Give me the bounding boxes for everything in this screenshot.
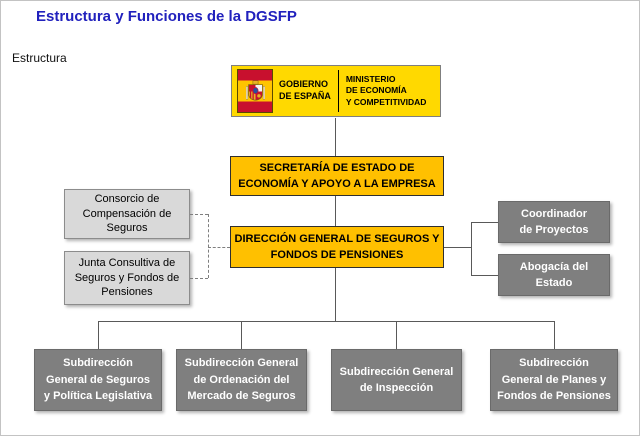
dashed-connector-to-dgsfp bbox=[208, 247, 230, 248]
connector-drop-4 bbox=[554, 321, 555, 349]
ministry-label: MINISTERIO DE ECONOMÍA Y COMPETITIVIDAD bbox=[345, 73, 427, 107]
staff-box-coordinador: Coordinador de Proyectos bbox=[498, 201, 610, 243]
spain-flag-icon bbox=[237, 69, 273, 113]
connector-bottom-rail bbox=[98, 321, 555, 322]
subdirection-box-planes: Subdirección General de Planes y Fondos … bbox=[490, 349, 618, 411]
connector-logo-secretaria bbox=[335, 118, 336, 156]
subdirection-box-ordenacion: Subdirección General de Ordenación del M… bbox=[176, 349, 307, 411]
logo-divider bbox=[337, 70, 339, 112]
connector-secretaria-dgsfp bbox=[335, 196, 336, 226]
connector-drop-3 bbox=[396, 321, 397, 349]
dgsfp-box: DIRECCIÓN GENERAL DE SEGUROS Y FONDOS DE… bbox=[230, 226, 444, 268]
subdirection-box-inspeccion: Subdirección General de Inspección bbox=[331, 349, 462, 411]
connector-drop-1 bbox=[98, 321, 99, 349]
advisory-box-consorcio: Consorcio de Compensación de Seguros bbox=[64, 189, 190, 239]
dashed-connector-consorcio bbox=[190, 214, 208, 215]
connector-to-abogacia bbox=[471, 275, 498, 276]
secretaria-box: SECRETARÍA DE ESTADO DE ECONOMÍA Y APOYO… bbox=[230, 156, 444, 196]
connector-dgsfp-trunk bbox=[335, 268, 336, 321]
spain-coat-of-arms-icon bbox=[245, 79, 265, 100]
ministry-logo-box: GOBIERNO DE ESPAÑA MINISTERIO DE ECONOMÍ… bbox=[231, 65, 441, 117]
dashed-connector-spine bbox=[208, 214, 209, 278]
connector-right-spine bbox=[471, 222, 472, 276]
advisory-box-junta: Junta Consultiva de Seguros y Fondos de … bbox=[64, 251, 190, 305]
connector-to-coordinador bbox=[471, 222, 498, 223]
connector-dgsfp-right bbox=[444, 247, 471, 248]
dashed-connector-junta bbox=[190, 278, 208, 279]
subdirection-box-seguros: Subdirección General de Seguros y Políti… bbox=[34, 349, 162, 411]
staff-box-abogacia: Abogacía del Estado bbox=[498, 254, 610, 296]
connector-drop-2 bbox=[241, 321, 242, 349]
section-label: Estructura bbox=[12, 51, 67, 65]
page-title: Estructura y Funciones de la DGSFP bbox=[36, 8, 297, 25]
government-label: GOBIERNO DE ESPAÑA bbox=[279, 79, 331, 101]
